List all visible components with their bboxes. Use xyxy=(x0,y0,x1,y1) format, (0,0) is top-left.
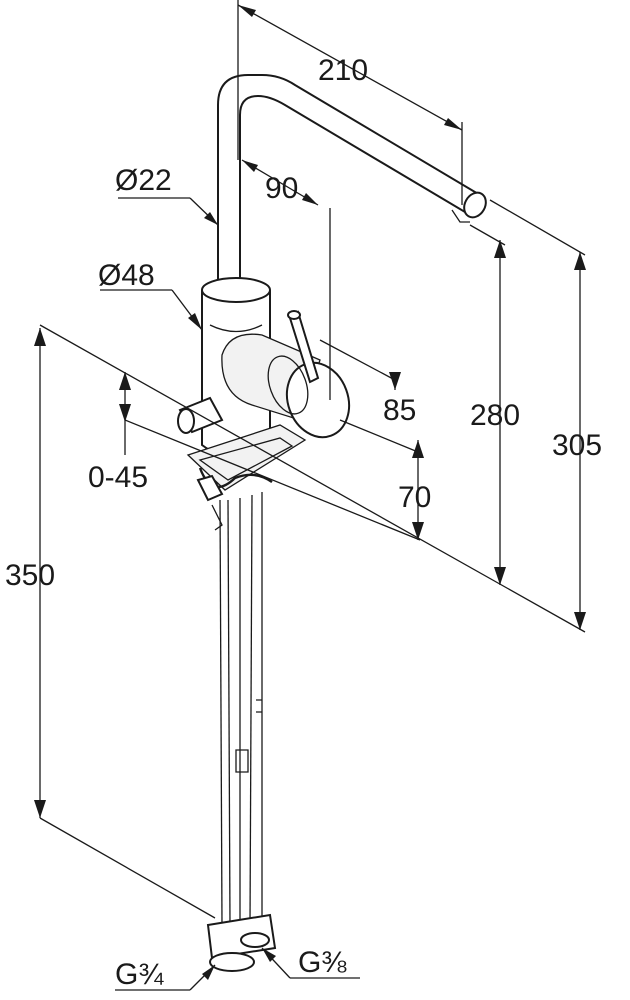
label-base-height: 70 xyxy=(398,481,431,514)
label-lever-offset: 90 xyxy=(265,172,298,205)
label-worktop-thickness: 0-45 xyxy=(88,461,148,494)
valve-knob-face xyxy=(177,408,195,434)
label-total-height: 305 xyxy=(552,429,602,462)
label-spout-diameter: Ø22 xyxy=(115,164,172,197)
hose-left-outer xyxy=(219,499,223,926)
ext-350-bottom xyxy=(39,817,216,919)
bracket-screw xyxy=(211,504,223,531)
arrow-305-a xyxy=(574,252,586,270)
faucet-outline xyxy=(177,74,487,972)
rod-nut xyxy=(235,749,249,773)
arrow-70-a xyxy=(412,440,424,458)
ext-280-top xyxy=(469,224,506,246)
worktop-line xyxy=(39,324,586,633)
arrow-70-b xyxy=(412,522,424,540)
body-ring xyxy=(209,324,263,333)
arrow-045-b xyxy=(119,404,131,422)
label-lever-height: 85 xyxy=(383,394,416,427)
arrow-85 xyxy=(389,372,401,390)
arrow-48 xyxy=(188,313,202,330)
ext-85-top xyxy=(319,339,396,381)
label-connection-right: G⅜ xyxy=(298,946,347,979)
arrow-g38 xyxy=(262,948,276,962)
bracket-tab xyxy=(196,474,224,502)
label-spout-outlet-height: 280 xyxy=(470,399,520,432)
arrow-210-b xyxy=(444,118,462,130)
arrow-045-a xyxy=(119,372,131,390)
arrow-210-a xyxy=(238,5,256,17)
arrow-350-a xyxy=(34,328,46,346)
arrow-90-a xyxy=(242,160,258,172)
label-hose-length: 350 xyxy=(5,559,55,592)
lever-ring xyxy=(267,355,309,415)
arrow-350-b xyxy=(34,800,46,818)
ext-305-top xyxy=(489,199,586,256)
label-spout-reach: 210 xyxy=(318,54,368,87)
arrow-90-b xyxy=(302,193,318,205)
spout xyxy=(217,74,482,291)
ext-85-bottom xyxy=(339,419,419,453)
label-body-diameter: Ø48 xyxy=(98,259,155,292)
lever-tip xyxy=(287,310,301,320)
rod-marks xyxy=(256,699,262,713)
hose-right-inner xyxy=(249,494,253,926)
dimension-labels: 210 Ø22 90 Ø48 85 70 280 305 0-45 350 G¾… xyxy=(5,54,602,991)
dim-210 xyxy=(237,4,463,131)
spout-outlet xyxy=(463,191,487,219)
worktop-under-line xyxy=(124,419,421,541)
arrow-280-a xyxy=(494,240,506,258)
arrow-g34 xyxy=(202,965,215,980)
label-connection-left: G¾ xyxy=(115,958,164,991)
dimension-lines xyxy=(34,0,586,991)
body-top xyxy=(201,277,271,303)
arrow-22 xyxy=(204,212,218,225)
arrow-305-b xyxy=(574,612,586,630)
hose-left-inner xyxy=(227,499,231,926)
connector-g34 xyxy=(209,952,255,972)
aerator xyxy=(451,209,470,223)
connector-g38 xyxy=(240,932,270,948)
arrow-280-b xyxy=(494,567,506,585)
